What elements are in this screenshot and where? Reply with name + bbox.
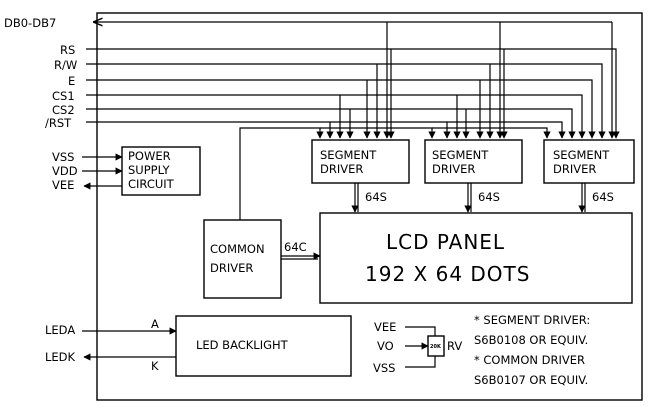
segment-2-output-label: 64S: [478, 190, 500, 204]
segment-driver-3-line2: DRIVER: [553, 162, 596, 176]
note-seg-part: S6B0108 OR EQUIV.: [474, 333, 588, 347]
led-backlight-label: LED BACKLIGHT: [196, 338, 289, 352]
db-bus-label: DB0-DB7: [4, 16, 56, 30]
vdd-label: VDD: [52, 164, 78, 178]
segment-driver-2-line1: SEGMENT: [432, 148, 489, 162]
common-output-label: 64C: [284, 240, 307, 254]
segment-outputs: [351, 183, 586, 213]
pot-vo-label: VO: [377, 339, 394, 353]
cs1-label: CS1: [52, 89, 75, 103]
segment-driver-2-line2: DRIVER: [432, 162, 475, 176]
segment-driver-3: [543, 139, 635, 184]
led-backlight-block: [175, 315, 352, 377]
e-label: E: [68, 74, 75, 88]
segment-1-output-label: 64S: [365, 190, 387, 204]
common-output: [281, 252, 321, 260]
anode-label: A: [151, 317, 159, 331]
rw-label: R/W: [54, 58, 77, 72]
cs2-label: CS2: [52, 103, 75, 117]
segment-driver-1-line2: DRIVER: [320, 162, 363, 176]
vee-label: VEE: [52, 178, 74, 192]
backlight-wiring: [82, 327, 177, 361]
resistor-value: 20K: [430, 344, 442, 350]
potentiometer: [405, 326, 445, 368]
resistor-symbol: [427, 335, 445, 357]
pot-vee-label: VEE: [374, 320, 396, 334]
lcd-panel-title: LCD PANEL: [386, 230, 505, 254]
leda-label: LEDA: [45, 323, 75, 337]
power-line3: CIRCUIT: [128, 177, 175, 191]
power-wiring: [82, 153, 123, 190]
vss-label: VSS: [52, 150, 74, 164]
note-com-part: S6B0107 OR EQUIV.: [474, 373, 588, 387]
rv-label: RV: [447, 339, 462, 353]
common-driver-block: [203, 219, 282, 299]
segment-driver-1-line1: SEGMENT: [320, 148, 377, 162]
note-seg-title: * SEGMENT DRIVER:: [474, 313, 590, 327]
segment-driver-1: [311, 139, 410, 184]
lcd-panel: [319, 212, 633, 304]
segment-driver-2: [424, 139, 523, 184]
control-wiring: [86, 48, 620, 220]
pot-vss-label: VSS: [373, 361, 395, 375]
segment-driver-3-line1: SEGMENT: [553, 148, 610, 162]
lcd-panel-resolution: 192 X 64 DOTS: [365, 262, 530, 286]
ledk-label: LEDK: [45, 350, 76, 364]
cathode-label: K: [151, 359, 159, 373]
power-supply-block: [121, 146, 201, 196]
common-line1: COMMON: [210, 242, 265, 256]
common-line2: DRIVER: [210, 261, 253, 275]
power-line2: SUPPLY: [128, 163, 170, 177]
segment-3-output-label: 64S: [592, 190, 614, 204]
power-line1: POWER: [128, 149, 171, 163]
rs-label: RS: [60, 43, 75, 57]
note-com-title: * COMMON DRIVER: [474, 353, 585, 367]
rst-label: /RST: [45, 116, 72, 130]
